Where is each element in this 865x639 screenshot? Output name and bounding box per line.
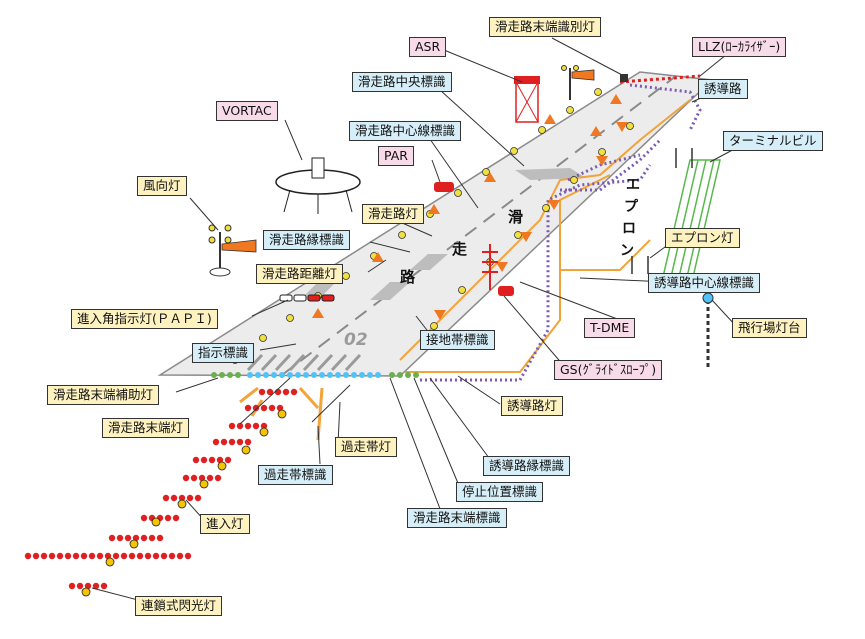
label-rwy-threshold-light: 滑走路末端灯 (102, 418, 190, 438)
glide-slope-icon (498, 286, 514, 296)
runway-threshold-marking (246, 353, 362, 372)
runway-threshold-wing-bar (211, 372, 419, 378)
runway-centre-marking (515, 168, 586, 180)
label-stop-position-marking: 停止位置標識 (456, 482, 544, 502)
label-stopway-light: 過走帯灯 (335, 437, 398, 457)
label-rwy-end-id-light: 滑走路末端識別灯 (489, 17, 602, 37)
apron-text-4: ン (620, 243, 634, 259)
label-taxiway-light: 誘導路灯 (501, 396, 564, 416)
runway-distance-markers (312, 94, 628, 320)
label-rwy-edge-marking: 滑走路縁標識 (263, 230, 351, 250)
label-llz: LLZ(ﾛｰｶﾗｲｻﾞｰ) (692, 37, 787, 57)
wind-cone-icon-north (561, 65, 595, 100)
label-rwy-threshold-wing-bar: 滑走路末端補助灯 (47, 385, 160, 405)
runway-centreline (281, 75, 677, 376)
wind-cone-icon (208, 224, 257, 277)
label-rwy-centreline-marking: 滑走路中心線標識 (349, 121, 462, 141)
label-sequenced-flashing-light: 連鎖式閃光灯 (135, 596, 223, 616)
label-rwy-light: 滑走路灯 (362, 204, 425, 224)
label-touchdown-marking: 接地帯標識 (420, 330, 495, 350)
label-aerodrome-beacon: 飛行場灯台 (732, 318, 807, 338)
label-rwy-centre-marking: 滑走路中央標識 (352, 72, 452, 92)
label-rwy-threshold-marking: 滑走路末端標識 (407, 508, 507, 528)
label-vortac: VORTAC (216, 101, 278, 121)
runway-text-1: 滑 (508, 208, 524, 226)
tdme-antenna-icon (482, 244, 498, 290)
apron-text-1: エ (626, 177, 640, 193)
label-wind-cone: 風向灯 (137, 176, 187, 196)
par-radar-icon (434, 182, 454, 192)
label-gs: GS(ｸﾞﾗｲﾄﾞｽﾛｰﾌﾟ) (554, 360, 663, 380)
label-taxiway-centreline-marking: 誘導路中心線標識 (648, 273, 761, 293)
apron-light-poles (631, 148, 693, 274)
label-apron-light: エプロン灯 (665, 228, 740, 248)
sequenced-flashing-lights (81, 409, 287, 597)
asr-radar-icon (514, 76, 540, 123)
label-asr: ASR (409, 37, 447, 57)
label-papi: 進入角指示灯(ＰＡＰＩ) (71, 309, 218, 329)
runway-text-3: 路 (400, 268, 416, 286)
label-approach-light: 進入灯 (200, 514, 250, 534)
approach-lights (24, 388, 298, 590)
apron-text-3: ロ (622, 221, 636, 237)
terminal-building (659, 159, 721, 291)
label-taxiway-edge-marking: 誘導路縁標識 (483, 456, 571, 476)
apron-text-2: プ (624, 199, 638, 215)
label-designation-marking: 指示標識 (192, 343, 255, 363)
aerodrome-beacon-icon (702, 292, 714, 370)
vortac-station (275, 157, 361, 214)
label-tdme: T-DME (584, 318, 636, 338)
localizer-array-icon (619, 74, 701, 84)
runway-text-2: 走 (452, 240, 468, 258)
label-terminal-building: ターミナルビル (723, 131, 823, 151)
runway-designator: 02 (344, 330, 368, 350)
label-rwy-distance-light: 滑走路距離灯 (256, 264, 344, 284)
label-par: PAR (378, 146, 414, 166)
runway-threshold-lights (247, 372, 381, 378)
label-stopway-marking: 過走帯標識 (258, 465, 333, 485)
label-taxiway: 誘導路 (698, 79, 748, 99)
leader-lines (91, 37, 741, 601)
papi-lights-icon (279, 294, 335, 302)
